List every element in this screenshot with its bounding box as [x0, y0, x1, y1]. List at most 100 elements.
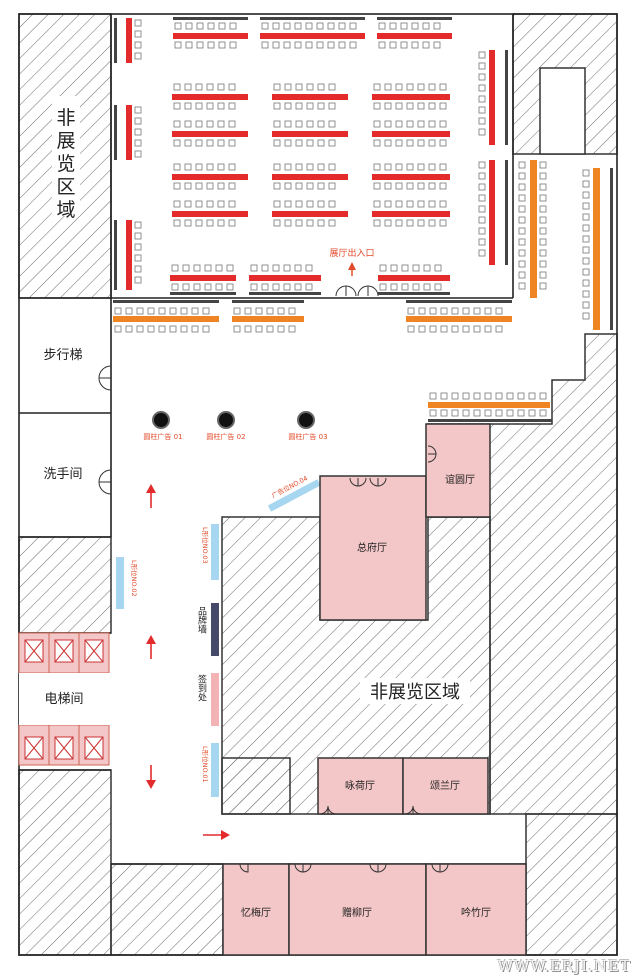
booth-chair: [134, 139, 142, 147]
booth-chair: [411, 41, 419, 49]
booth-chair: [539, 409, 547, 417]
booth-chair: [433, 41, 441, 49]
booth-table-red: [260, 33, 365, 39]
booth-chair: [428, 139, 436, 147]
booth-chair: [180, 325, 188, 333]
booth-chair: [147, 307, 155, 315]
booth-table-red: [172, 174, 248, 180]
booth-chair: [182, 283, 190, 291]
booth-chair: [136, 325, 144, 333]
booth-chair: [434, 264, 442, 272]
booth-chair: [417, 219, 425, 227]
booth-chair: [478, 117, 486, 125]
booth-chair: [233, 307, 241, 315]
booth-chair: [518, 271, 526, 279]
booth-chair: [478, 84, 486, 92]
booth-chair: [217, 120, 225, 128]
booth-chair: [539, 392, 547, 400]
booth-chair: [518, 161, 526, 169]
l-ad-01-panel: [211, 743, 219, 797]
booth-chair: [173, 163, 181, 171]
booth-chair: [206, 219, 214, 227]
booth-chair: [400, 41, 408, 49]
booth-chair: [411, 22, 419, 30]
booth-chair: [191, 307, 199, 315]
booth-chair: [582, 257, 590, 265]
booth-chair: [384, 182, 392, 190]
booth-chair: [539, 172, 547, 180]
booth-chair: [206, 83, 214, 91]
booth-chair: [317, 83, 325, 91]
booth-chair: [373, 182, 381, 190]
booth-chair: [294, 22, 302, 30]
booth-chair: [195, 139, 203, 147]
booth-chair: [379, 264, 387, 272]
restroom-label: 洗手间: [43, 467, 82, 482]
booth-chair: [228, 120, 236, 128]
svg-text:览: 览: [56, 153, 75, 175]
halls[interactable]: 总府厅 谊圆厅 咏荷厅 颂兰厅 忆梅厅 赠柳厅 吟竹厅: [222, 423, 527, 956]
booth-chair: [272, 283, 280, 291]
booth-chair: [283, 264, 291, 272]
booth-chair: [284, 139, 292, 147]
booth-chair: [277, 325, 285, 333]
booth-chair: [284, 219, 292, 227]
wall-strip: [173, 17, 248, 20]
booth-chair: [184, 200, 192, 208]
booth-chair: [306, 120, 314, 128]
booth-table-red-vertical: [489, 50, 495, 145]
booth-chair: [195, 200, 203, 208]
booth-chair: [539, 238, 547, 246]
booth-chair: [273, 83, 281, 91]
booth-chair: [384, 163, 392, 171]
booth-chair: [379, 283, 387, 291]
sign-in-label: 签到处: [196, 673, 207, 702]
booth-chair: [406, 120, 414, 128]
booth-chair: [401, 283, 409, 291]
booth-chair: [195, 102, 203, 110]
booth-chair: [184, 102, 192, 110]
booth-chair: [228, 83, 236, 91]
booth-chair: [184, 182, 192, 190]
pillar-ad-1-icon: [152, 411, 170, 429]
booth-chair: [134, 30, 142, 38]
booth-chair: [495, 392, 503, 400]
booth-chair: [440, 307, 448, 315]
booth-chair: [277, 307, 285, 315]
booth-chair: [261, 22, 269, 30]
non-exhibit-left-char-1: 非: [56, 107, 75, 129]
booth-chair: [395, 102, 403, 110]
booth-table-red: [249, 275, 321, 281]
booth-chair: [395, 139, 403, 147]
booth-table-red: [173, 33, 248, 39]
booth-chair: [401, 264, 409, 272]
booth-chair: [484, 307, 492, 315]
booth-chair: [582, 246, 590, 254]
entrance-door-icon[interactable]: [335, 285, 379, 297]
booth-chair: [384, 139, 392, 147]
booth-chair: [184, 139, 192, 147]
booth-chair: [349, 22, 357, 30]
booth-chair: [582, 290, 590, 298]
booth-chair: [294, 283, 302, 291]
hall-zengliu: [288, 863, 427, 956]
booth-chair: [218, 41, 226, 49]
pillar-ad-2-label: 圆柱广告 02: [206, 432, 245, 441]
booth-chair: [384, 219, 392, 227]
booth-chair: [328, 182, 336, 190]
booth-chair: [173, 120, 181, 128]
booth-chair: [478, 227, 486, 235]
booth-chair: [395, 182, 403, 190]
l-ad-02-label: L形位NO.02: [130, 560, 139, 597]
booth-chair: [217, 163, 225, 171]
booth-chair: [317, 182, 325, 190]
booth-chair: [217, 219, 225, 227]
booth-table-red: [378, 275, 450, 281]
booth-chair: [495, 307, 503, 315]
booth-chair: [193, 283, 201, 291]
booth-chair: [295, 163, 303, 171]
l-ad-03-label: L形位NO.03: [201, 527, 210, 564]
wall-strip: [114, 220, 117, 290]
booth-chair: [429, 325, 437, 333]
booth-chair: [451, 325, 459, 333]
